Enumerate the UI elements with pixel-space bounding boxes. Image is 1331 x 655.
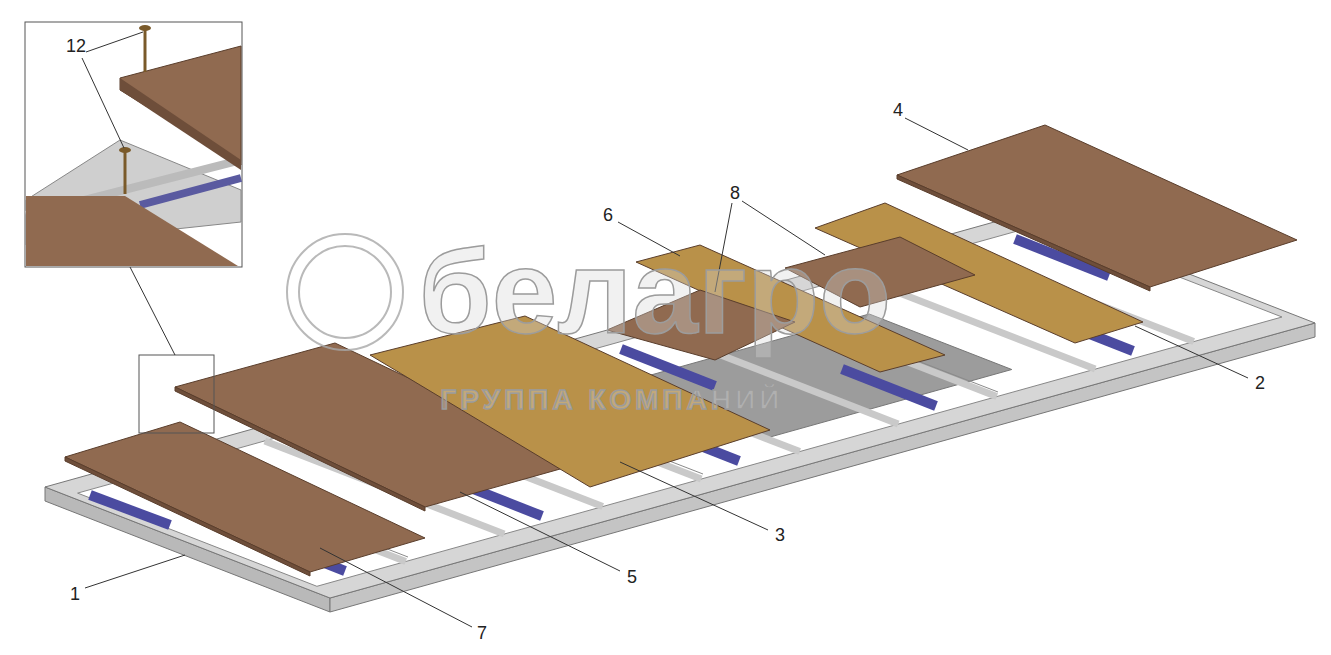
callout-number: 4 <box>893 101 903 119</box>
detail-inset <box>25 22 242 267</box>
callout-number: 7 <box>477 624 487 642</box>
callout-number: 3 <box>775 526 785 544</box>
watermark: ГРУППА КОМПАНИЙ <box>441 386 784 414</box>
watermark: белагро <box>419 233 891 351</box>
callout-number: 12 <box>66 37 86 55</box>
panels <box>65 125 1297 576</box>
watermark-logo <box>287 234 403 350</box>
detail-marker <box>139 355 214 433</box>
callout-number: 5 <box>627 568 637 586</box>
callout-number: 8 <box>730 184 740 202</box>
callout-number: 6 <box>603 206 613 224</box>
leader-lines <box>82 32 1248 627</box>
detail-content <box>26 25 241 266</box>
callout-number: 2 <box>1255 374 1265 392</box>
callout-number: 1 <box>70 585 80 603</box>
